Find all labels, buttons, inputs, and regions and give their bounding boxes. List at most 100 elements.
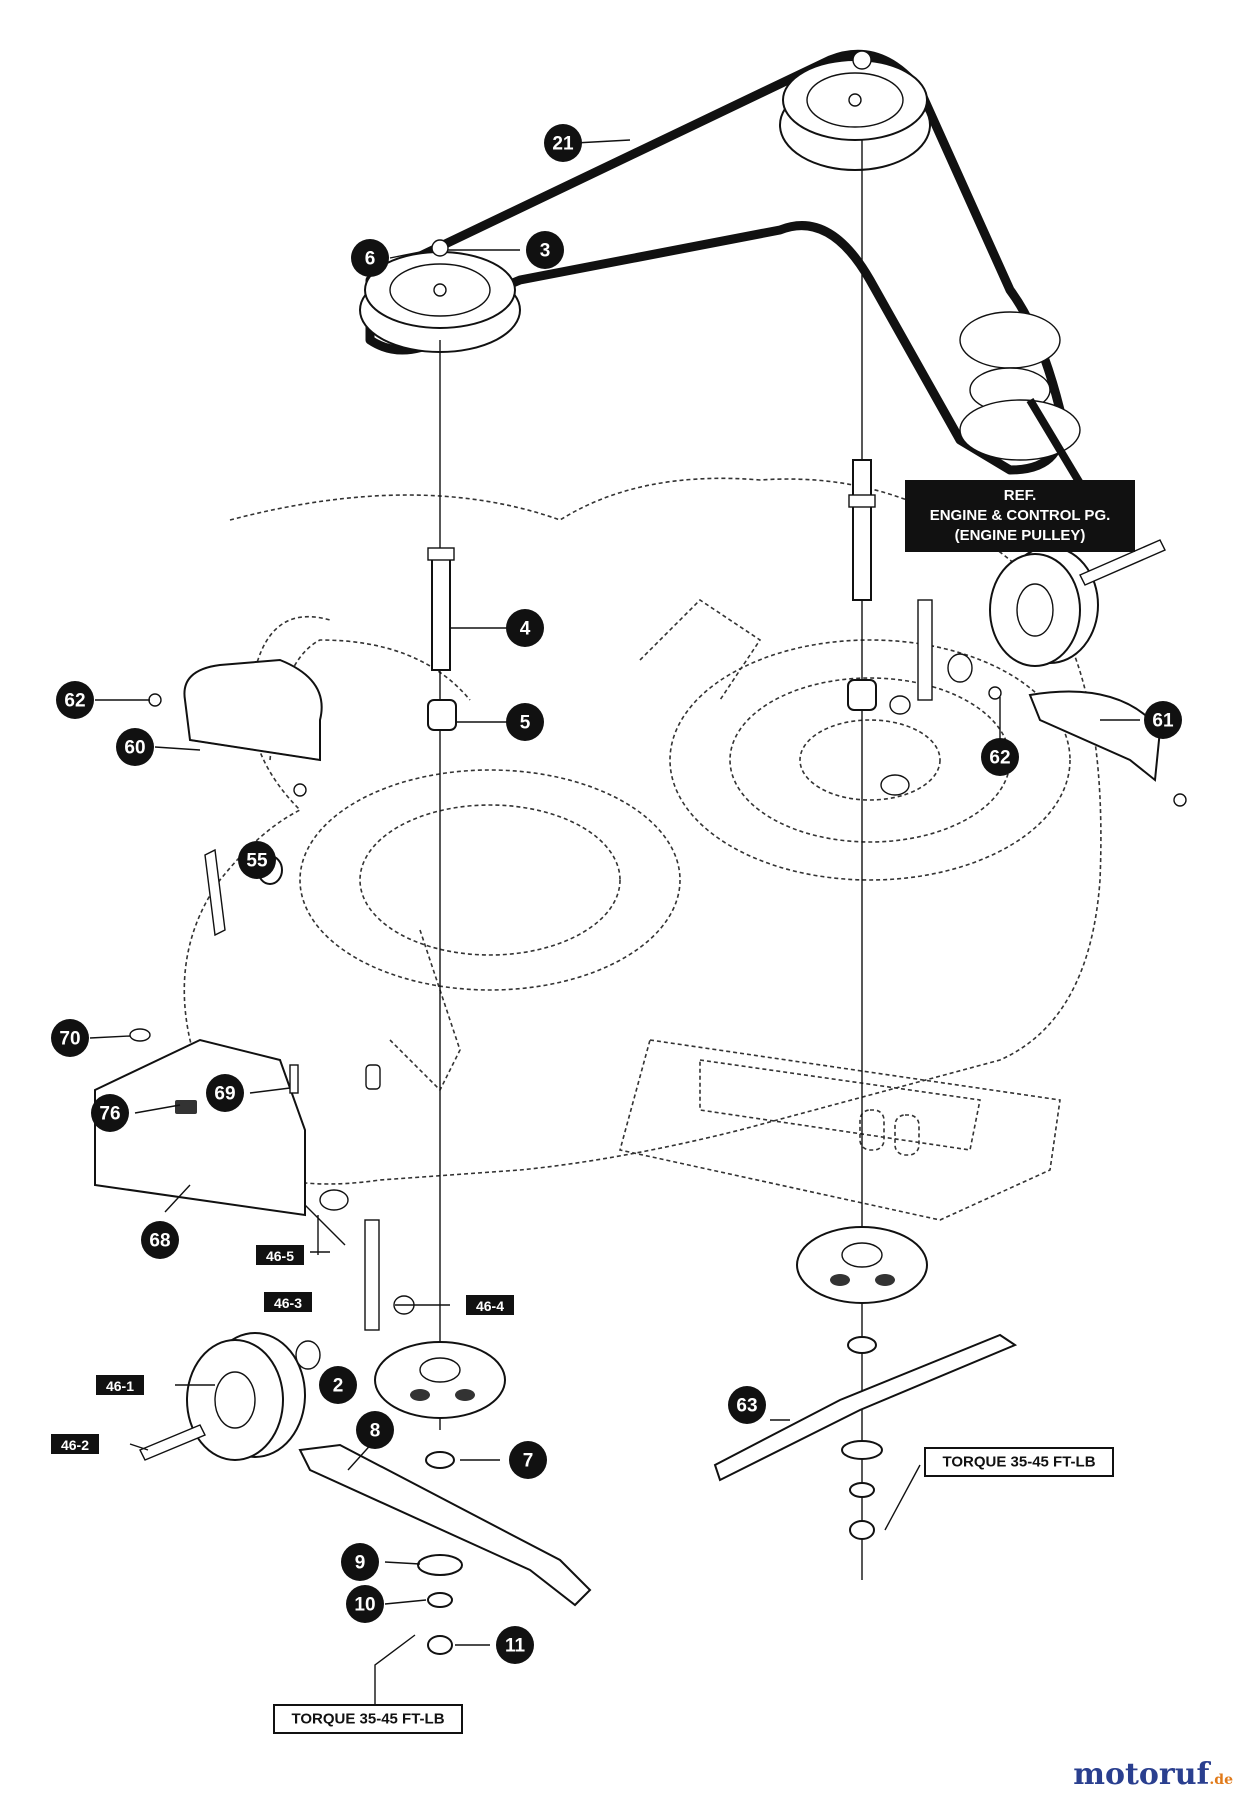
part-label-box xyxy=(466,1295,514,1315)
callout-circle xyxy=(506,609,544,647)
part-label-46-1: 46-1 xyxy=(96,1375,144,1395)
callout-circle xyxy=(728,1386,766,1424)
callout-76-10: 76 xyxy=(91,1094,129,1132)
torque-note-right-text: TORQUE 35-45 FT-LB xyxy=(942,1454,1095,1471)
callout-55-7: 55 xyxy=(238,841,276,879)
callout-circle xyxy=(56,681,94,719)
callout-label: 8 xyxy=(370,1421,381,1442)
spindle-axis-lines xyxy=(439,140,863,1580)
right-blade-adapter xyxy=(796,1226,928,1304)
callout-label: 69 xyxy=(214,1084,235,1105)
right-shield xyxy=(1028,690,1162,782)
callout-label: 11 xyxy=(505,1636,526,1657)
part-label-46-5: 46-5 xyxy=(256,1245,304,1265)
callout-label: 76 xyxy=(99,1104,120,1125)
part-label-text: 46-2 xyxy=(61,1437,89,1453)
torque-note-left-text: TORQUE 35-45 FT-LB xyxy=(291,1711,444,1728)
torque-note-right: TORQUE 35-45 FT-LB xyxy=(924,1447,1114,1477)
callout-10-16: 10 xyxy=(346,1585,384,1623)
callout-label: 3 xyxy=(540,241,551,262)
left-belt-cover xyxy=(183,658,323,762)
part-label-46-4: 46-4 xyxy=(466,1295,514,1315)
callout-69-9: 69 xyxy=(206,1074,244,1112)
right-hardware-stack xyxy=(841,1336,883,1540)
callout-2-12: 2 xyxy=(319,1366,357,1404)
left-spindle-pulley xyxy=(359,239,521,353)
engine-pulley xyxy=(959,311,1094,503)
callout-circle xyxy=(509,1441,547,1479)
callout-21-0: 21 xyxy=(544,124,582,162)
watermark-logo: motoruf.de xyxy=(1073,1757,1233,1792)
part-label-box xyxy=(264,1292,312,1312)
callout-circle xyxy=(346,1585,384,1623)
callout-circle xyxy=(981,738,1019,776)
part-label-box xyxy=(256,1245,304,1265)
callout-circle xyxy=(496,1626,534,1664)
callout-label: 21 xyxy=(552,134,574,155)
callout-8-13: 8 xyxy=(356,1411,394,1449)
torque-note-left: TORQUE 35-45 FT-LB xyxy=(273,1704,463,1734)
callout-circle xyxy=(341,1543,379,1581)
part-label-text: 46-1 xyxy=(106,1378,134,1394)
callout-label: 63 xyxy=(736,1396,757,1417)
left-blade-adapter xyxy=(374,1341,506,1419)
right-blade xyxy=(713,1333,1018,1482)
mower-deck xyxy=(183,477,1102,1221)
callout-circle xyxy=(356,1411,394,1449)
callout-label: 68 xyxy=(149,1231,170,1252)
watermark-name: motoruf xyxy=(1073,1757,1210,1792)
callout-label: 5 xyxy=(520,713,531,734)
callout-circle xyxy=(1144,701,1182,739)
left-hardware-stack xyxy=(417,1451,463,1655)
ref-line-2: ENGINE & CONTROL PG. xyxy=(930,507,1111,524)
callout-circle xyxy=(319,1366,357,1404)
part-label-box xyxy=(51,1434,99,1454)
callout-70-8: 70 xyxy=(51,1019,89,1057)
callout-label: 62 xyxy=(989,748,1010,769)
part-label-46-2: 46-2 xyxy=(51,1434,99,1454)
callout-label: 2 xyxy=(333,1376,344,1397)
callout-circle xyxy=(206,1074,244,1112)
callout-label: 7 xyxy=(523,1451,534,1472)
part-label-text: 46-3 xyxy=(274,1295,302,1311)
callout-6-1: 6 xyxy=(351,239,389,277)
callout-label: 4 xyxy=(520,619,531,640)
callout-label: 62 xyxy=(64,691,85,712)
callout-9-15: 9 xyxy=(341,1543,379,1581)
callout-label: 6 xyxy=(365,249,376,270)
callout-7-14: 7 xyxy=(509,1441,547,1479)
callout-label: 70 xyxy=(59,1029,80,1050)
left-spindle xyxy=(427,547,457,731)
part-label-box xyxy=(96,1375,144,1395)
discharge-chute-cover xyxy=(94,1038,306,1217)
engine-reference-box: REF. ENGINE & CONTROL PG. (ENGINE PULLEY… xyxy=(905,480,1135,552)
callout-label: 9 xyxy=(355,1553,366,1574)
right-spindle-pulley xyxy=(779,50,931,171)
watermark-tld: .de xyxy=(1209,1772,1233,1788)
ref-line-1: REF. xyxy=(1004,487,1037,504)
callout-circle xyxy=(141,1221,179,1259)
callout-circle xyxy=(506,703,544,741)
callout-62-19: 62 xyxy=(981,738,1019,776)
callout-62-5: 62 xyxy=(56,681,94,719)
box-label-group: 46-5 46-3 46-4 46-1 46-2 xyxy=(51,1245,514,1454)
callout-circle xyxy=(351,239,389,277)
callout-circle xyxy=(238,841,276,879)
callout-63-20: 63 xyxy=(728,1386,766,1424)
part-label-text: 46-5 xyxy=(266,1248,294,1264)
callout-label: 61 xyxy=(1152,711,1174,732)
callout-circle xyxy=(91,1094,129,1132)
callout-circle xyxy=(526,231,564,269)
part-label-text: 46-4 xyxy=(476,1298,504,1314)
callout-61-18: 61 xyxy=(1144,701,1182,739)
ref-line-3: (ENGINE PULLEY) xyxy=(955,527,1086,544)
left-blade xyxy=(298,1443,592,1607)
callout-5-4: 5 xyxy=(506,703,544,741)
callout-leaders xyxy=(89,139,1140,1705)
callout-label: 10 xyxy=(354,1595,375,1616)
callout-11-17: 11 xyxy=(496,1626,534,1664)
callout-60-6: 60 xyxy=(116,728,154,766)
callout-68-11: 68 xyxy=(141,1221,179,1259)
callout-label: 60 xyxy=(124,738,145,759)
